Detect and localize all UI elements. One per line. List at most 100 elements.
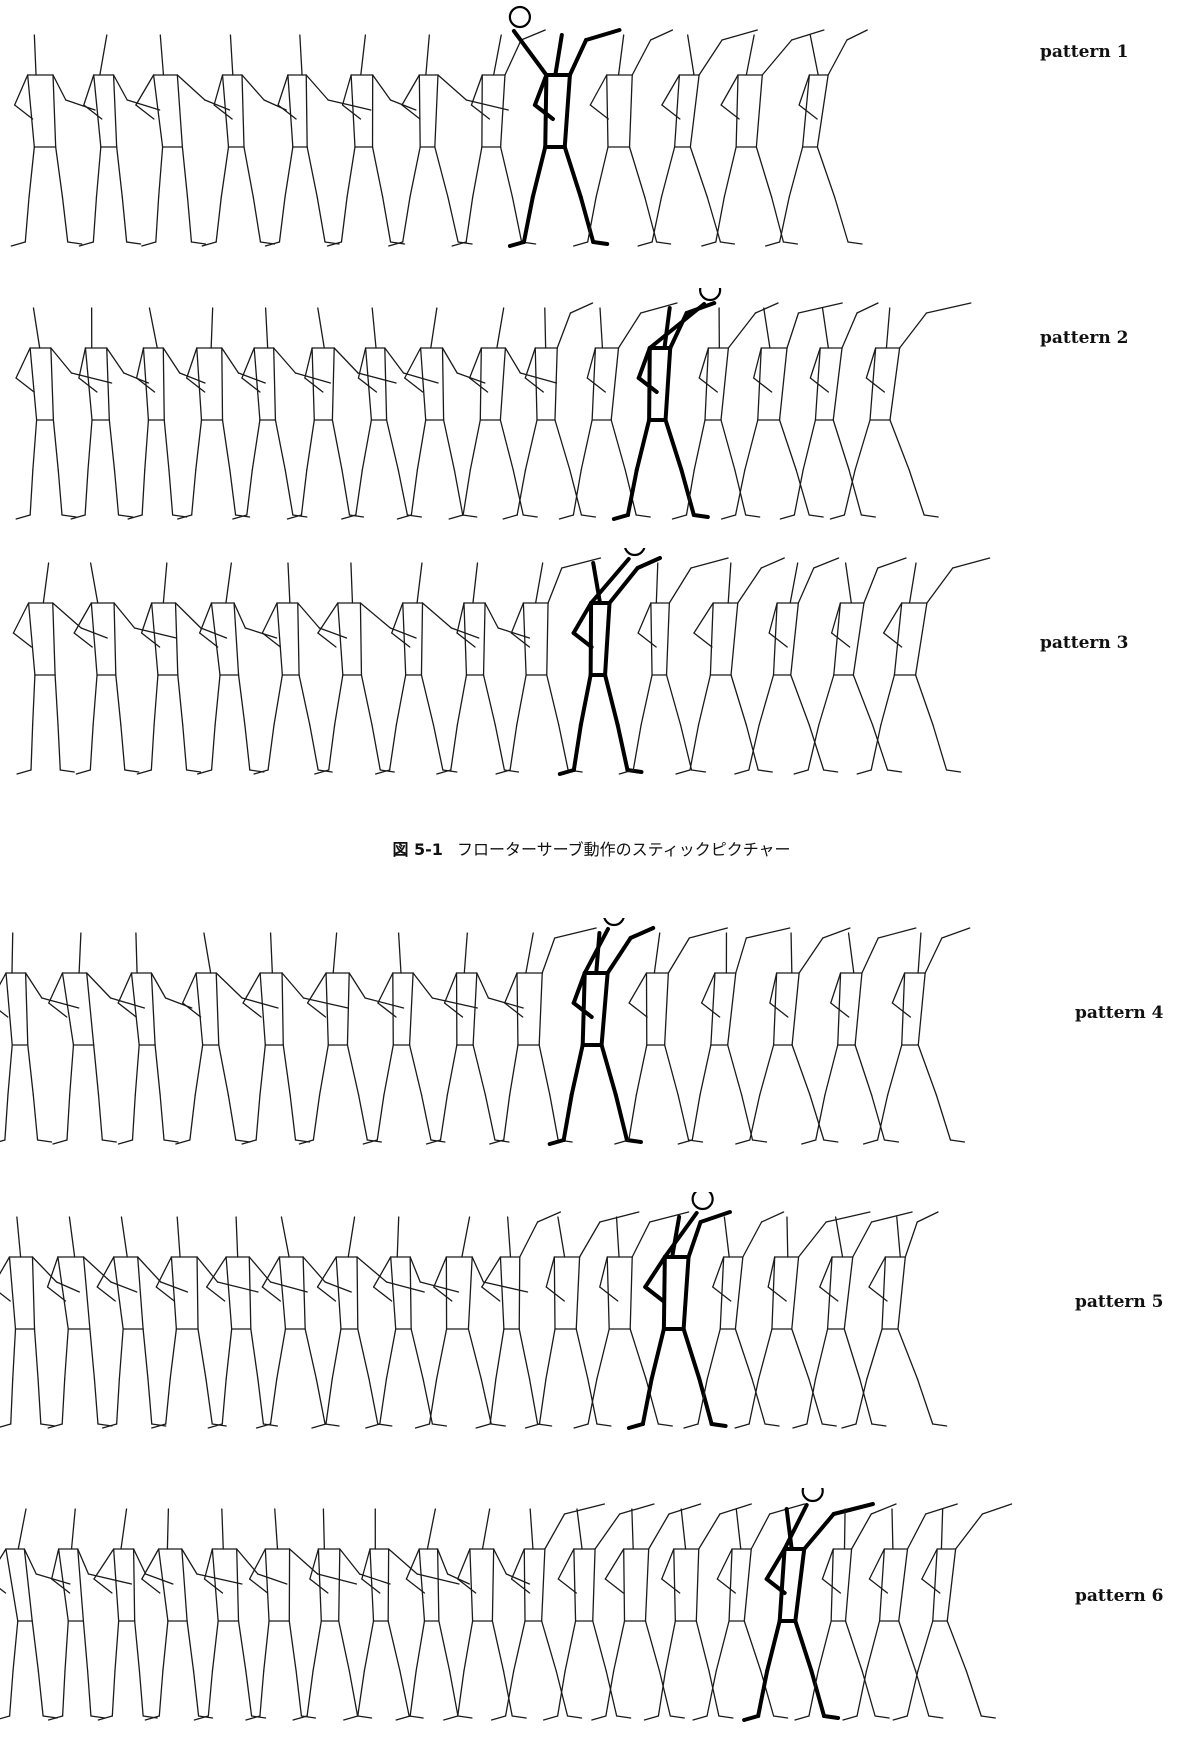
torso-left [391, 1257, 396, 1329]
thigh-right [143, 1329, 148, 1379]
shin-right [206, 1379, 212, 1424]
forearm-right [390, 628, 416, 638]
upper-arm-left [118, 973, 131, 1003]
torso-left [171, 1257, 176, 1329]
torso-right [602, 973, 608, 1045]
thigh-left [260, 1045, 265, 1095]
torso-left [523, 603, 526, 675]
torso-right [357, 1257, 358, 1329]
upper-arm-left [505, 973, 517, 1003]
stick-figure-frame-11 [638, 30, 757, 246]
shin-right [285, 470, 293, 515]
forearm-right [570, 303, 592, 313]
stick-figure-frame-2 [49, 1509, 132, 1720]
torso-left [265, 1549, 269, 1621]
neck-head [664, 308, 669, 348]
foot-right [809, 515, 823, 517]
forearm-right [135, 628, 177, 638]
neck-head [417, 563, 422, 603]
upper-arm-right [134, 1549, 146, 1574]
foot-right [358, 1716, 372, 1718]
shin-right [359, 1095, 368, 1140]
shin-left [112, 1671, 115, 1716]
torso-left [91, 603, 97, 675]
upper-arm-right [751, 1514, 769, 1549]
shin-right [835, 197, 848, 242]
forearm-left [605, 1579, 623, 1593]
shin-left [606, 1671, 614, 1716]
shin-right [606, 1671, 616, 1716]
shin-left [716, 197, 724, 242]
torso-right [605, 603, 609, 675]
thigh-left [33, 675, 35, 725]
thigh-left [320, 1045, 329, 1095]
shin-left [749, 725, 759, 770]
forearm-left [205, 1579, 223, 1593]
stick-figure-frame-1 [11, 35, 95, 246]
shin-left [539, 1379, 545, 1424]
thigh-right [501, 147, 513, 197]
upper-arm-right [114, 603, 134, 628]
thigh-right [780, 420, 797, 470]
torso-right [484, 603, 486, 675]
shin-right [369, 1379, 378, 1424]
stick-figure-frame-14 [722, 303, 843, 519]
forearm-right [953, 558, 990, 568]
thigh-right [421, 675, 433, 725]
shin-right [450, 1671, 458, 1716]
upper-arm-left [200, 603, 212, 633]
forearm-left [15, 105, 33, 119]
torso-left [6, 1549, 18, 1621]
torso-left [197, 348, 202, 420]
thigh-left [473, 147, 482, 197]
foot-right [822, 1424, 836, 1426]
thigh-right [219, 1045, 229, 1095]
forearm-left [768, 1287, 786, 1301]
forearm-left [317, 1287, 335, 1301]
stick-figure-frame-1 [0, 933, 79, 1144]
foot-right [720, 242, 734, 244]
shin-right [559, 725, 568, 770]
shin-right [33, 1095, 37, 1140]
foot-right [875, 1716, 889, 1718]
neck-head [483, 1509, 490, 1549]
pattern-5-label: pattern 5 [1075, 1292, 1164, 1312]
shin-right [936, 1095, 950, 1140]
stick-figure-frame-11 [525, 1212, 638, 1428]
thigh-left [29, 147, 34, 197]
stick-figure-frame-10 [444, 1509, 530, 1720]
torso-right [438, 1549, 439, 1621]
upper-arm-right [828, 40, 847, 75]
neck-head [600, 308, 602, 348]
stick-figure-frame-8 [397, 308, 484, 519]
torso-right [84, 1257, 90, 1329]
upper-arm-left [84, 75, 94, 105]
shin-left [403, 197, 410, 242]
upper-arm-right [908, 1514, 926, 1549]
stick-figure-frame-13 [672, 303, 778, 519]
neck-head [941, 1509, 942, 1549]
foot-left [843, 1716, 857, 1720]
foot-right [929, 1716, 943, 1718]
foot-left [0, 1140, 5, 1144]
thigh-right [332, 420, 342, 470]
upper-arm-left [405, 348, 421, 378]
neck-head [91, 563, 98, 603]
thigh-left [581, 420, 592, 470]
neck-head [226, 563, 231, 603]
forearm-left [799, 105, 817, 119]
stick-figure-frame-6 [246, 1509, 357, 1720]
forearm-left [16, 378, 34, 392]
neck-head [844, 1509, 845, 1549]
shin-left [208, 1671, 212, 1716]
shin-right [310, 725, 318, 770]
thigh-left [332, 1329, 341, 1379]
foot-left [684, 1424, 698, 1428]
thigh-right [410, 1045, 422, 1095]
stick-figure-frame-9 [510, 30, 620, 246]
torso-right [833, 348, 842, 420]
foot-left [444, 1716, 458, 1720]
upper-arm-left [243, 973, 260, 1003]
neck-head [846, 563, 852, 603]
upper-arm-right [438, 1549, 448, 1574]
